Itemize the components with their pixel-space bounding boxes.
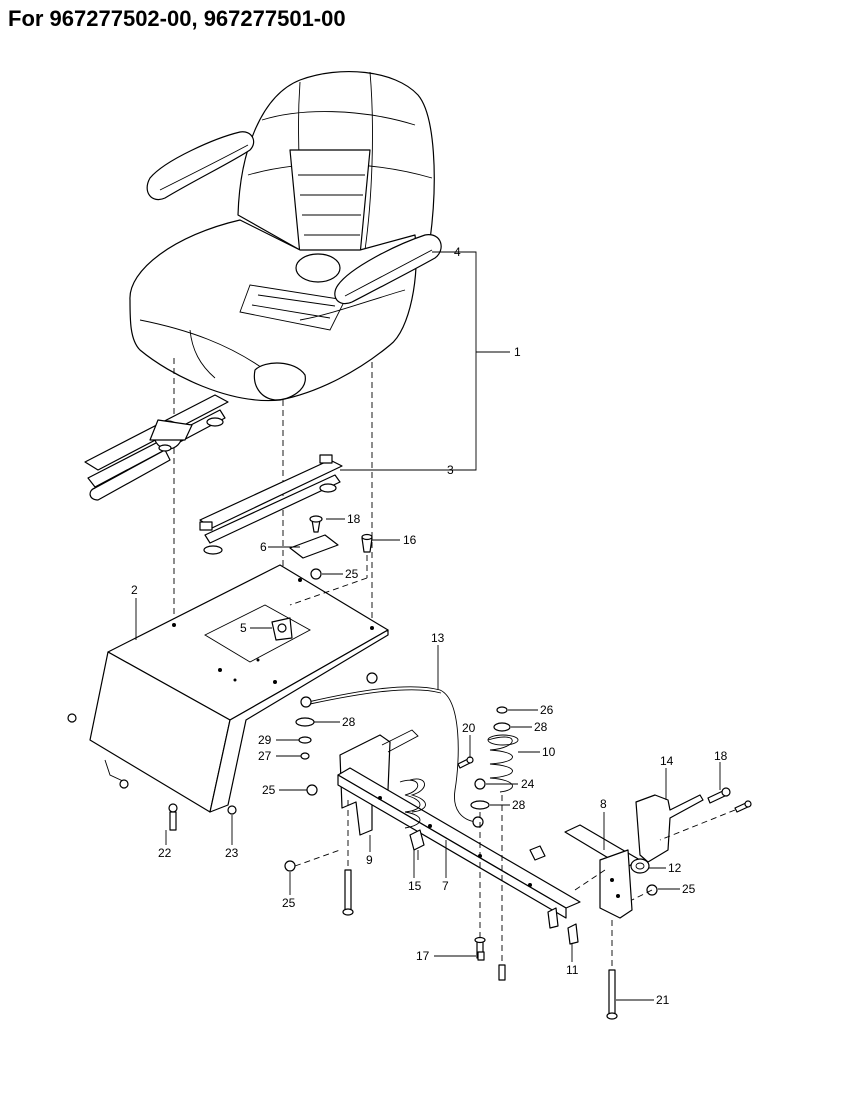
seat-armrest-right (334, 234, 442, 305)
callout-28a: 28 (342, 715, 356, 729)
callout-7: 7 (442, 879, 449, 893)
callout-6: 6 (260, 540, 267, 554)
callout-12: 12 (668, 861, 682, 875)
callout-28c: 28 (512, 798, 526, 812)
callout-10: 10 (542, 745, 556, 759)
callout-23: 23 (225, 846, 239, 860)
callout-5: 5 (240, 621, 247, 635)
callout-25d: 25 (682, 882, 696, 896)
spring-on-bar (342, 778, 426, 916)
bolt-18-right (659, 787, 752, 841)
grommet-12 (630, 858, 650, 874)
cross-bar (337, 767, 581, 919)
seat-pan (89, 564, 389, 813)
callout-25b: 25 (262, 783, 276, 797)
callout-29: 29 (258, 733, 272, 747)
callout-2: 2 (131, 583, 138, 597)
callout-22: 22 (158, 846, 172, 860)
seat-assembly (129, 71, 442, 402)
callout-21: 21 (656, 993, 670, 1007)
callout-11: 11 (566, 963, 579, 977)
bolt-20 (457, 756, 474, 769)
callout-28b: 28 (534, 720, 548, 734)
left-fastener-stack (67, 672, 378, 872)
seat-latch (271, 617, 293, 641)
seat-cable (300, 686, 484, 828)
bolt-21 (606, 920, 618, 1020)
leader-lines (135, 251, 721, 1001)
callout-4: 4 (454, 245, 461, 259)
callout-18b: 18 (714, 749, 728, 763)
callout-16: 16 (403, 533, 417, 547)
callout-25a: 25 (345, 567, 359, 581)
callout-17: 17 (416, 949, 430, 963)
callout-27: 27 (258, 749, 272, 763)
callout-1: 1 (514, 345, 521, 359)
seat-rail-left (84, 394, 229, 501)
bolt-17 (477, 951, 485, 961)
callout-8: 8 (600, 797, 607, 811)
callout-3: 3 (447, 463, 454, 477)
callout-24: 24 (521, 777, 535, 791)
callout-18a: 18 (347, 512, 361, 526)
bracket-14 (635, 794, 704, 863)
callout-numbers: 1 2 3 4 5 6 7 8 9 10 11 12 13 14 15 16 1… (131, 245, 728, 1007)
callout-9: 9 (366, 853, 373, 867)
callout-20: 20 (462, 721, 476, 735)
seat-front-bolster (253, 362, 306, 401)
seat-switch-bracket (289, 515, 373, 606)
seat-armrest-left (146, 131, 255, 201)
callout-13: 13 (431, 631, 445, 645)
seat-back-mesh (289, 149, 371, 256)
callout-26: 26 (540, 703, 554, 717)
seat-center-knob (295, 253, 341, 283)
seat-rail-right (199, 454, 343, 555)
clip-15 (409, 829, 425, 860)
diagram-title: For 967277502-00, 967277501-00 (8, 6, 346, 31)
callout-15: 15 (408, 879, 422, 893)
callout-25c: 25 (282, 896, 296, 910)
callout-14: 14 (660, 754, 674, 768)
seat-cushion (129, 219, 417, 402)
bracket-8 (529, 824, 641, 945)
